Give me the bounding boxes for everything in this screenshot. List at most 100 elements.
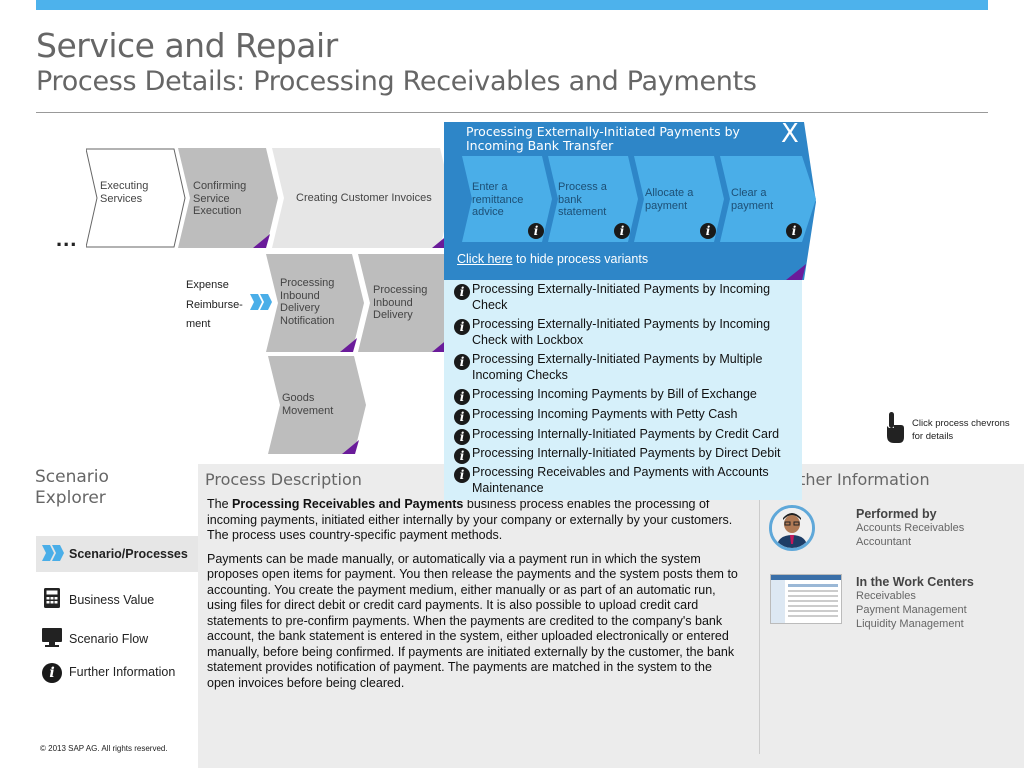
info-icon: i <box>42 663 62 683</box>
work-center-item[interactable]: Receivables <box>856 590 916 602</box>
chevron-creating-customer-invoices[interactable]: Creating Customer Invoices <box>272 148 452 248</box>
step-allocate-payment[interactable]: Allocate a payment <box>634 156 724 242</box>
avatar <box>769 505 815 551</box>
nav-item-label: Scenario Flow <box>69 632 149 646</box>
chevron-label: Creating Customer Invoices <box>296 192 432 204</box>
variant-label: Processing Receivables and Payments with… <box>472 465 769 495</box>
top-accent-bar <box>36 0 988 10</box>
variant-label: Processing Externally-Initiated Payments… <box>472 352 763 382</box>
info-icon[interactable]: i <box>454 389 470 405</box>
person-icon <box>772 508 812 548</box>
info-icon[interactable]: i <box>454 448 470 464</box>
step-label: Clear a payment <box>731 187 774 212</box>
title-divider <box>36 112 988 113</box>
work-centers-list: Receivables Payment Management Liquidity… <box>856 590 967 631</box>
info-icon[interactable]: i <box>454 354 470 370</box>
info-icon[interactable]: i <box>454 319 470 335</box>
info-icon[interactable]: i <box>528 223 544 239</box>
nav-item-label: Scenario/Processes <box>69 547 188 561</box>
work-center-item[interactable]: Payment Management <box>856 603 967 616</box>
process-description-title: Process Description <box>205 470 362 489</box>
monitor-icon <box>42 628 62 647</box>
chevrons-icon <box>42 545 64 561</box>
info-icon[interactable]: i <box>700 223 716 239</box>
description-paragraph: Payments can be made manually, or automa… <box>207 551 738 690</box>
info-icon[interactable]: i <box>454 429 470 445</box>
chevron-label: Processing Inbound Delivery Notification <box>280 277 335 327</box>
process-detail-panel: Processing Externally-Initiated Payments… <box>444 122 816 280</box>
hide-variants-link[interactable]: Click here <box>457 252 513 266</box>
performed-by-role: Accounts Receivables Accountant <box>856 522 965 548</box>
chevron-label: Goods Movement <box>282 392 334 417</box>
process-description-text: The Processing Receivables and Payments … <box>207 497 742 699</box>
chevron-processing-inbound-delivery[interactable]: Processing Inbound Delivery <box>358 254 456 352</box>
info-icon[interactable]: i <box>614 223 630 239</box>
step-clear-payment[interactable]: Clear a payment <box>720 156 816 242</box>
step-label: Enter a remittance advice <box>472 181 524 218</box>
info-icon[interactable]: i <box>454 284 470 300</box>
hide-variants-text: to hide process variants <box>512 252 649 266</box>
work-centers-title: In the Work Centers <box>856 575 974 589</box>
info-icon[interactable]: i <box>786 223 802 239</box>
explorer-title-line: Explorer <box>35 488 106 508</box>
expense-line: Expense <box>186 279 229 291</box>
variant-label: Processing Incoming Payments by Bill of … <box>472 387 757 401</box>
work-center-item[interactable]: Liquidity Management <box>856 617 964 630</box>
step-enter-remittance-advice[interactable]: Enter a remittance advice <box>462 156 552 242</box>
step-process-bank-statement[interactable]: Process a bank statement <box>548 156 638 242</box>
content-background <box>198 464 1024 768</box>
chevron-label: Confirming Service Execution <box>193 180 247 217</box>
chevron-label: Executing Services <box>100 180 149 205</box>
nav-item-business-value[interactable]: Business Value <box>36 582 198 618</box>
expense-line: Reimburse- <box>186 298 243 311</box>
nav-item-further-information[interactable]: i Further Information <box>36 654 198 690</box>
page-subtitle: Process Details: Processing Receivables … <box>36 66 757 97</box>
description-text: The <box>207 497 233 511</box>
chevron-processing-inbound-delivery-notification[interactable]: Processing Inbound Delivery Notification <box>266 254 364 352</box>
chevron-confirming-service-execution[interactable]: Confirming Service Execution <box>178 148 278 248</box>
chevron-executing-services[interactable]: Executing Services <box>86 148 186 248</box>
page-title: Service and Repair <box>36 26 338 65</box>
variant-label: Processing Externally-Initiated Payments… <box>472 282 771 312</box>
flow-continuation-ellipsis: ... <box>56 226 78 251</box>
column-divider <box>759 464 760 754</box>
chevron-label: Processing Inbound Delivery <box>373 284 428 321</box>
variant-label: Processing Externally-Initiated Payments… <box>472 317 771 347</box>
description-text: business process enables the processing … <box>207 497 733 542</box>
panel-title: Processing Externally-Initiated Payments… <box>466 124 740 153</box>
work-center-screenshot-thumbnail <box>770 574 842 624</box>
variant-label: Processing Incoming Payments with Petty … <box>472 407 738 421</box>
further-information-title: Further Information <box>774 470 930 489</box>
nav-item-label: Business Value <box>69 593 155 607</box>
expense-line: ment <box>186 318 211 330</box>
step-label: Allocate a payment <box>645 187 694 212</box>
hand-pointer-icon <box>887 412 904 443</box>
copyright-notice: © 2013 SAP AG. All rights reserved. <box>40 744 168 753</box>
hide-variants-line: Click here to hide process variants <box>457 252 648 266</box>
close-panel-button[interactable]: X <box>781 119 799 149</box>
step-label: Process a bank statement <box>558 181 607 218</box>
click-hint-text: Click process chevrons for details <box>912 418 1010 442</box>
calculator-icon <box>44 588 60 608</box>
nav-item-label: Further Information <box>69 665 176 679</box>
double-chevron-icon[interactable] <box>250 294 272 310</box>
chevron-goods-movement[interactable]: Goods Movement <box>268 356 366 454</box>
expense-reimbursement-label[interactable]: Expense Reimburse- ment <box>186 276 250 335</box>
variant-label: Processing Internally-Initiated Payments… <box>472 427 780 441</box>
scenario-explorer-title: Scenario Explorer <box>35 467 109 509</box>
explorer-title-line: Scenario <box>35 467 109 487</box>
nav-item-scenario-flow[interactable]: Scenario Flow <box>36 621 198 657</box>
info-icon[interactable]: i <box>454 467 470 483</box>
variant-label: Processing Internally-Initiated Payments… <box>472 446 781 460</box>
nav-item-scenario-processes[interactable]: Scenario/Processes <box>36 536 198 572</box>
info-icon[interactable]: i <box>454 409 470 425</box>
